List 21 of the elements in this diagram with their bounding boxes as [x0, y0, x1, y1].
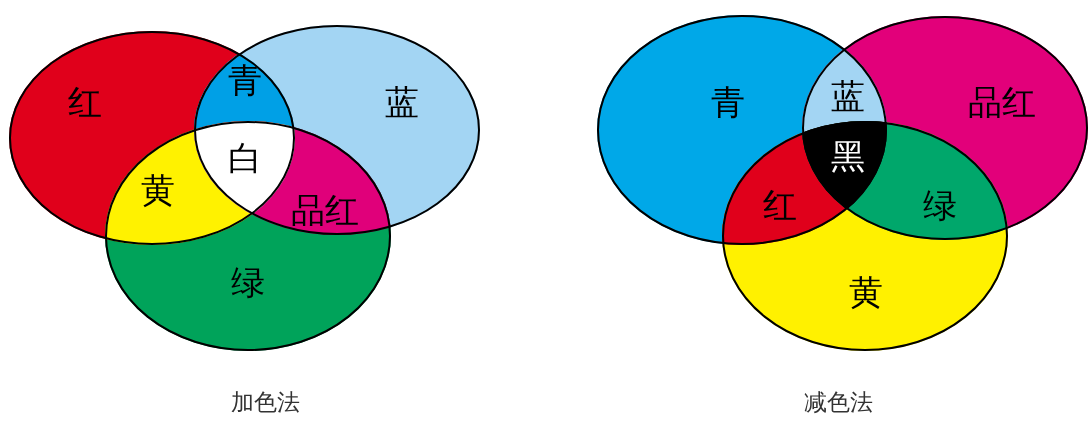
region-label: 青 — [228, 63, 262, 97]
ellipse — [802, 16, 1088, 240]
region-label: 黄 — [141, 173, 175, 207]
region-label: 蓝 — [385, 85, 419, 119]
ellipse — [597, 15, 887, 245]
region-label: 青 — [711, 85, 745, 119]
region-label: 黄 — [849, 275, 883, 309]
region-label: 绿 — [231, 265, 265, 299]
region-label: 品红 — [968, 85, 1036, 119]
region-label: 绿 — [923, 188, 957, 222]
region-label: 蓝 — [831, 79, 865, 113]
region-label: 红 — [68, 85, 102, 119]
region-label: 白 — [228, 141, 262, 175]
ellipse — [105, 121, 391, 351]
region-label: 红 — [763, 188, 797, 222]
caption: 减色法 — [803, 390, 873, 414]
ellipse — [722, 121, 1008, 351]
ellipse — [194, 25, 480, 235]
caption: 加色法 — [230, 390, 300, 414]
region-label: 黑 — [831, 139, 865, 173]
region-label: 品红 — [291, 193, 359, 227]
